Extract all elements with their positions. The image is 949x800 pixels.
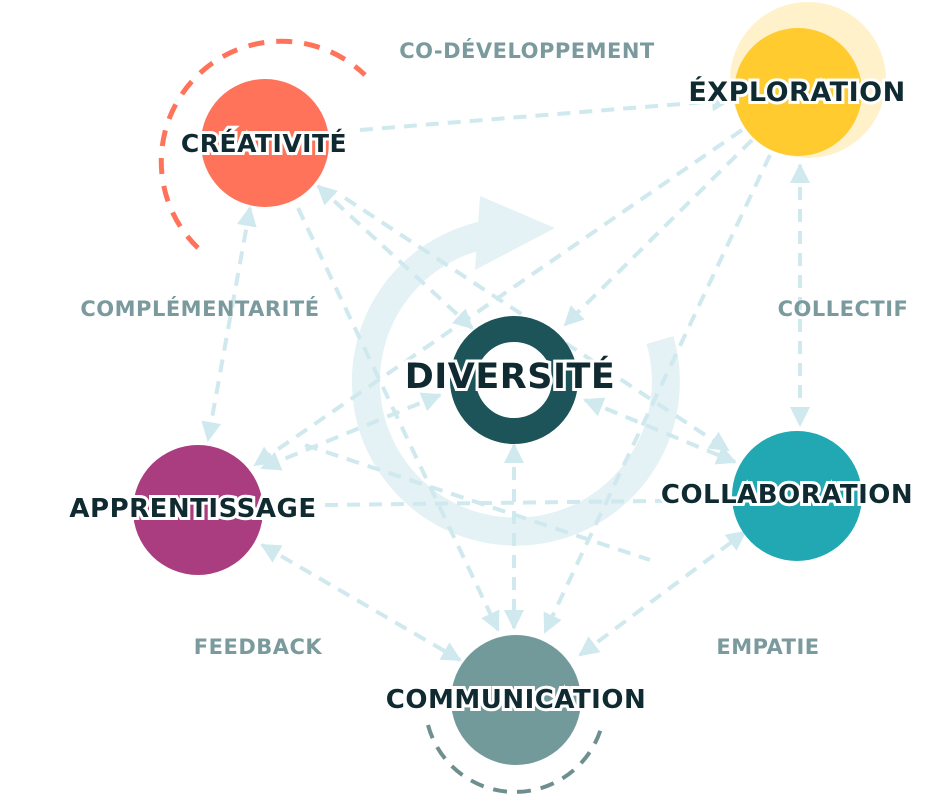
diversite-ring [450, 316, 578, 444]
diversite-label: DIVERSITÉ [405, 355, 616, 397]
exploration-circle [734, 28, 862, 156]
connector-communication-collaboration [578, 530, 747, 657]
relation-complementarite: COMPLÉMENTARITÉ [80, 296, 319, 321]
communication-dashed-ring [426, 724, 604, 794]
creativite-circle [201, 79, 329, 207]
connector-creativite-diversite [316, 184, 474, 330]
connector-apprentissage-collaboration-lower [304, 443, 651, 562]
communication-label: COMMUNICATION [386, 685, 646, 715]
connector-diversite-collaboration [583, 397, 737, 465]
connector-creativite-exploration [359, 91, 732, 132]
connector-diversite-apprentissage [260, 392, 442, 471]
collaboration-circle [732, 431, 862, 561]
connector-creativite-communication [296, 207, 500, 632]
connector-creativite-apprentissage [201, 206, 257, 442]
exploration-label: ÉXPLORATION [688, 76, 905, 108]
cycle-arrowhead [475, 196, 555, 270]
relation-co-developpement: CO-DÉVELOPPEMENT [399, 38, 655, 63]
relation-feedback: FEEDBACK [194, 635, 323, 659]
apprentissage-circle [133, 445, 263, 575]
relation-empatie: EMPATIE [716, 635, 819, 659]
apprentissage-label: APPRENTISSAGE [69, 494, 316, 524]
relation-collectif: COLLECTIF [778, 297, 909, 321]
creativity-dashed-ring [158, 38, 367, 250]
connector-apprentissage-collaboration [324, 498, 736, 507]
communication-circle [451, 635, 581, 765]
creativite-label: CRÉATIVITÉ [181, 129, 347, 158]
collaboration-label: COLLABORATION [661, 480, 913, 510]
connector-apprentissage-communication [260, 543, 462, 662]
